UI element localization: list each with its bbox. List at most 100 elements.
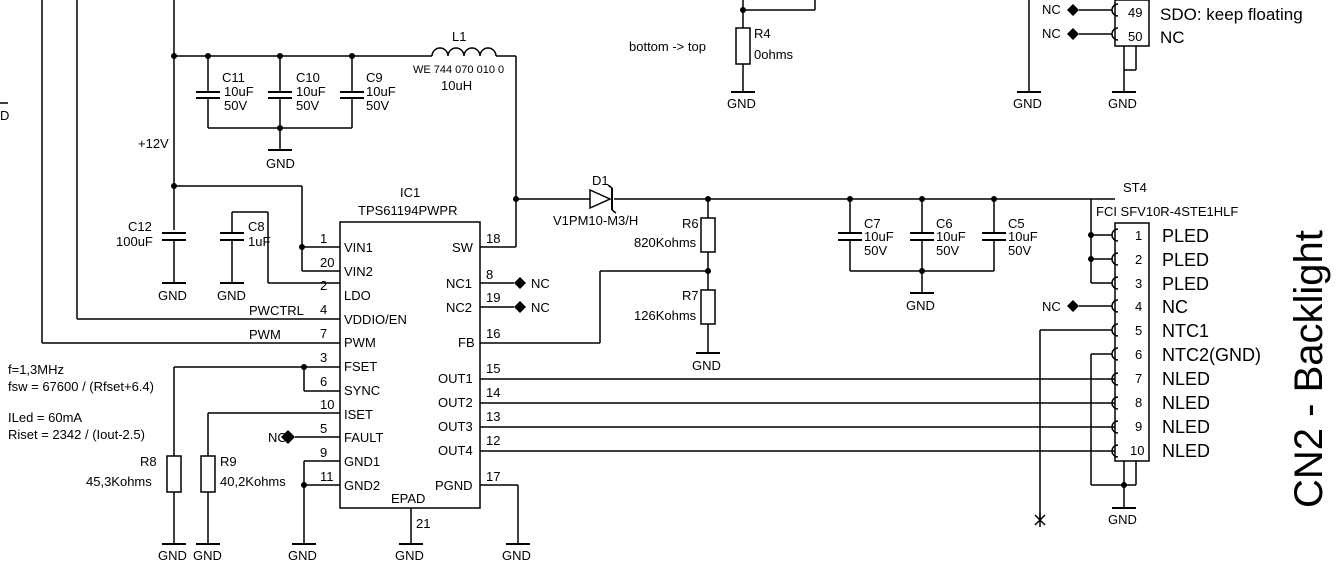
d1-part: V1PM10-M3/H xyxy=(553,213,638,228)
l1-ref: L1 xyxy=(452,29,466,44)
note-riset: Riset = 2342 / (Iout-2.5) xyxy=(8,427,145,442)
svg-text:PLED: PLED xyxy=(1162,226,1209,246)
r4-ref: R4 xyxy=(754,26,771,41)
svg-text:3: 3 xyxy=(320,350,327,365)
c11-value: 10uF xyxy=(224,84,254,99)
c7-value: 10uF xyxy=(864,229,894,244)
svg-text:6: 6 xyxy=(320,374,327,389)
gnd-label: GND xyxy=(395,548,424,563)
no-connect-marker xyxy=(1034,513,1046,527)
svg-text:OUT2: OUT2 xyxy=(438,395,473,410)
gnd-label: GND xyxy=(692,358,721,373)
ic1-pin-out4: 12 OUT4 xyxy=(438,433,500,458)
d1-ref: D1 xyxy=(592,173,609,188)
svg-text:NC2: NC2 xyxy=(446,300,472,315)
c7-ref: C7 xyxy=(864,216,881,231)
svg-text:6: 6 xyxy=(1135,347,1142,362)
st4-ref: ST4 xyxy=(1123,180,1147,195)
svg-text:2: 2 xyxy=(1135,252,1142,267)
junction-dot xyxy=(277,125,283,131)
svg-text:10: 10 xyxy=(320,397,334,412)
top-pin-49-num: 49 xyxy=(1128,5,1142,20)
svg-text:NLED: NLED xyxy=(1162,369,1210,389)
svg-text:17: 17 xyxy=(486,469,500,484)
r9-value: 40,2Kohms xyxy=(220,474,286,489)
svg-text:16: 16 xyxy=(486,326,500,341)
resistor-r4 xyxy=(735,27,751,65)
svg-text:9: 9 xyxy=(1135,419,1142,434)
svg-text:14: 14 xyxy=(486,385,500,400)
resistor-r7 xyxy=(700,289,716,325)
r6-ref: R6 xyxy=(682,216,699,231)
svg-text:GND2: GND2 xyxy=(344,478,380,493)
resistor-r6 xyxy=(700,217,716,253)
r8-value: 45,3Kohms xyxy=(86,474,152,489)
junction-dot xyxy=(919,268,925,274)
gnd-label: GND xyxy=(158,548,187,563)
svg-text:PLED: PLED xyxy=(1162,274,1209,294)
svg-text:13: 13 xyxy=(486,409,500,424)
c5-ref: C5 xyxy=(1008,216,1025,231)
svg-text:8: 8 xyxy=(486,267,493,282)
gnd-label: GND xyxy=(193,548,222,563)
ic1-pin-out3: 13 OUT3 xyxy=(438,409,500,434)
c6-value: 10uF xyxy=(936,229,966,244)
capacitor-c11 xyxy=(196,56,220,128)
edge-label-d: D xyxy=(0,108,9,123)
svg-text:10: 10 xyxy=(1130,443,1144,458)
nc-marker xyxy=(1067,4,1079,16)
ic1-ref: IC1 xyxy=(400,185,420,200)
svg-text:9: 9 xyxy=(320,445,327,460)
svg-text:15: 15 xyxy=(486,361,500,376)
junction-dot xyxy=(301,482,307,488)
c10-value: 10uF xyxy=(296,84,326,99)
ic1-pin-vin1: 1 VIN1 xyxy=(320,231,373,255)
svg-text:NTC1: NTC1 xyxy=(1162,321,1209,341)
net-label-pwctrl: PWCTRL xyxy=(249,303,304,318)
nc-label: NC xyxy=(1042,299,1061,314)
l1-value: 10uH xyxy=(441,78,472,93)
gnd-label: GND xyxy=(217,288,246,303)
svg-text:FB: FB xyxy=(458,335,475,350)
nc-label: NC xyxy=(1042,26,1061,41)
r9-ref: R9 xyxy=(220,454,237,469)
r6-value: 820Kohms xyxy=(634,235,697,250)
nc-marker xyxy=(1067,28,1079,40)
gnd-label: GND xyxy=(906,298,935,313)
ic1-pin-nc2: 19 NC2 xyxy=(446,290,500,315)
ic1-pin-out2: 14 OUT2 xyxy=(438,385,500,410)
svg-text:20: 20 xyxy=(320,255,334,270)
c9-value: 10uF xyxy=(366,84,396,99)
ic1-pin-fset: 3 FSET xyxy=(320,350,377,374)
svg-text:4: 4 xyxy=(1135,299,1142,314)
junction-dot xyxy=(299,244,305,250)
note-iled: ILed = 60mA xyxy=(8,410,82,425)
svg-text:NC1: NC1 xyxy=(446,276,472,291)
st4-pin-1: 1 PLED xyxy=(1135,226,1209,246)
gnd-label: GND xyxy=(502,548,531,563)
capacitor-c7 xyxy=(838,199,862,271)
svg-text:18: 18 xyxy=(486,231,500,246)
c9-volt: 50V xyxy=(366,98,389,113)
c8-ref: C8 xyxy=(248,219,265,234)
svg-text:VIN2: VIN2 xyxy=(344,264,373,279)
c10-volt: 50V xyxy=(296,98,319,113)
gnd-label: GND xyxy=(1108,96,1137,111)
net-label-12v: +12V xyxy=(138,136,169,151)
c6-ref: C6 xyxy=(936,216,953,231)
nc-label: NC xyxy=(531,300,550,315)
gnd-label: GND xyxy=(266,156,295,171)
ic1-pin-fault: 5 FAULT xyxy=(320,421,384,445)
gnd-label: GND xyxy=(288,548,317,563)
r7-ref: R7 xyxy=(682,288,699,303)
c5-value: 10uF xyxy=(1008,229,1038,244)
svg-text:1: 1 xyxy=(1135,228,1142,243)
svg-text:5: 5 xyxy=(320,421,327,436)
c9-ref: C9 xyxy=(366,70,383,85)
svg-text:7: 7 xyxy=(320,326,327,341)
ic1-pin-fb: 16 FB xyxy=(458,326,500,350)
ic1-pin-gnd1: 9 GND1 xyxy=(320,445,380,469)
